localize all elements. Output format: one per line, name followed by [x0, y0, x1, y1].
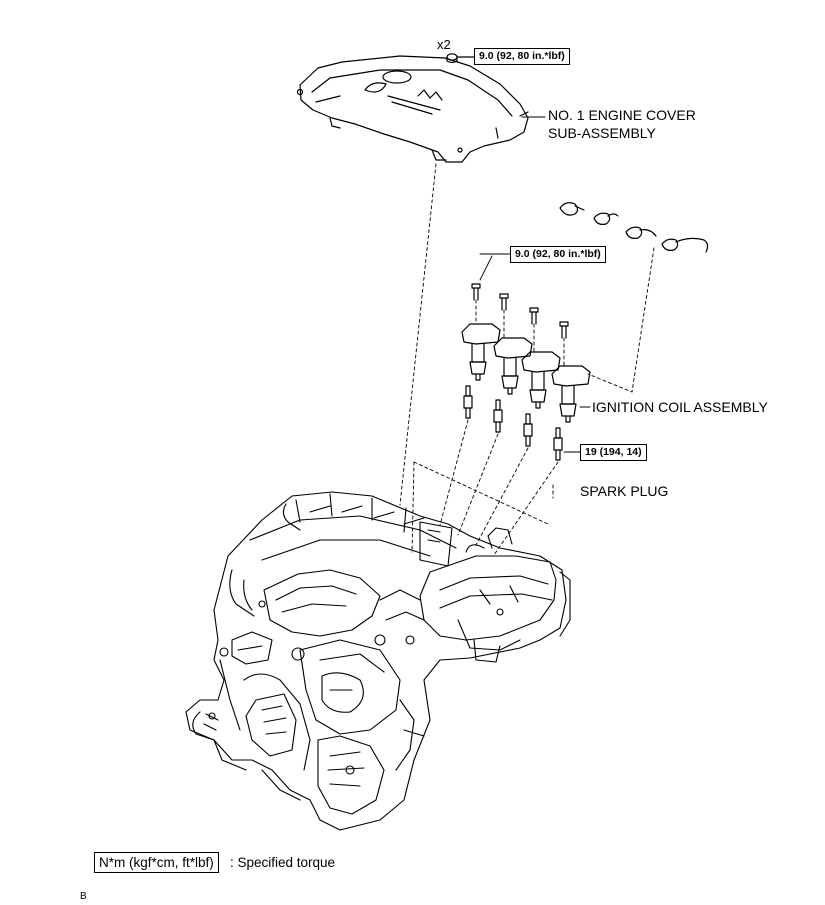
spark-plug-label: SPARK PLUG [580, 483, 669, 499]
leader-lines [399, 116, 655, 556]
engine-cover-label-line2: SUB-ASSEMBLY [548, 125, 656, 141]
cover-nut-drawing [446, 53, 475, 64]
spark-plugs-drawing [463, 385, 563, 461]
engine-block-drawing [185, 491, 571, 831]
engine-cover-label-line1: NO. 1 ENGINE COVER [548, 107, 696, 123]
cover-torque-callout: 9.0 (92, 80 in.*lbf) [474, 48, 570, 65]
ignition-coil-label: IGNITION COIL ASSEMBLY [592, 399, 768, 415]
ignition-coils-drawing [461, 323, 591, 423]
connector-wires-drawing [559, 202, 709, 253]
footer-mark: B [80, 891, 87, 902]
coil-bolts-drawing [471, 283, 569, 339]
cover-nut-quantity: x2 [437, 37, 451, 52]
torque-unit-legend-box: N*m (kgf*cm, ft*lbf) [94, 852, 219, 873]
torque-legend-description: : Specified torque [230, 855, 336, 870]
coil-torque-callout: 9.0 (92, 80 in.*lbf) [510, 246, 606, 263]
spark-plug-torque-callout: 19 (194, 14) [580, 444, 647, 461]
engine-cover-drawing [296, 55, 529, 163]
